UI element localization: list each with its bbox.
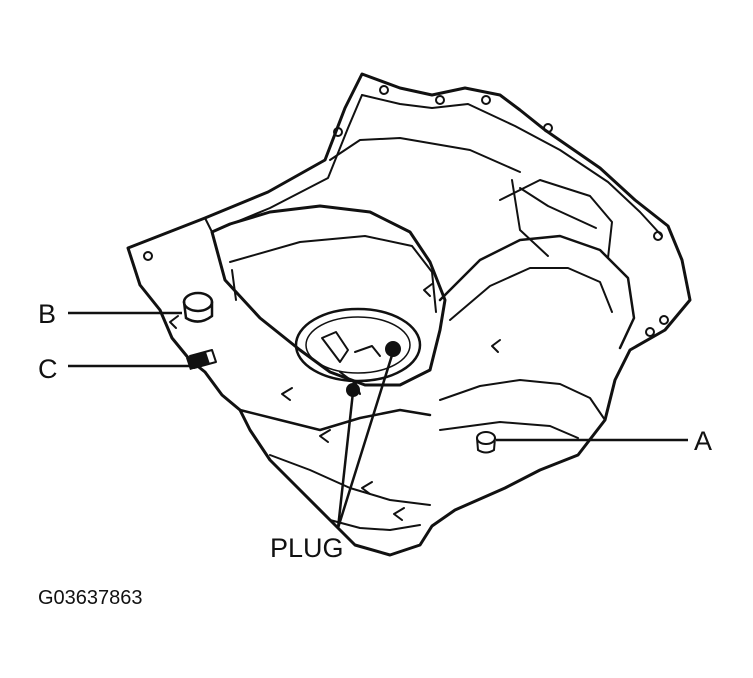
leader-lines	[68, 311, 688, 529]
callout-label-c: C	[38, 354, 58, 384]
callout-label-plug: PLUG	[270, 533, 344, 563]
figure-id: G03637863	[38, 587, 143, 609]
leader-line-plug-1	[336, 391, 355, 529]
leader-line-plug-2	[336, 351, 395, 529]
callout-label-b: B	[38, 299, 56, 329]
callout-label-a: A	[694, 426, 712, 456]
fuel-tank	[126, 72, 692, 557]
